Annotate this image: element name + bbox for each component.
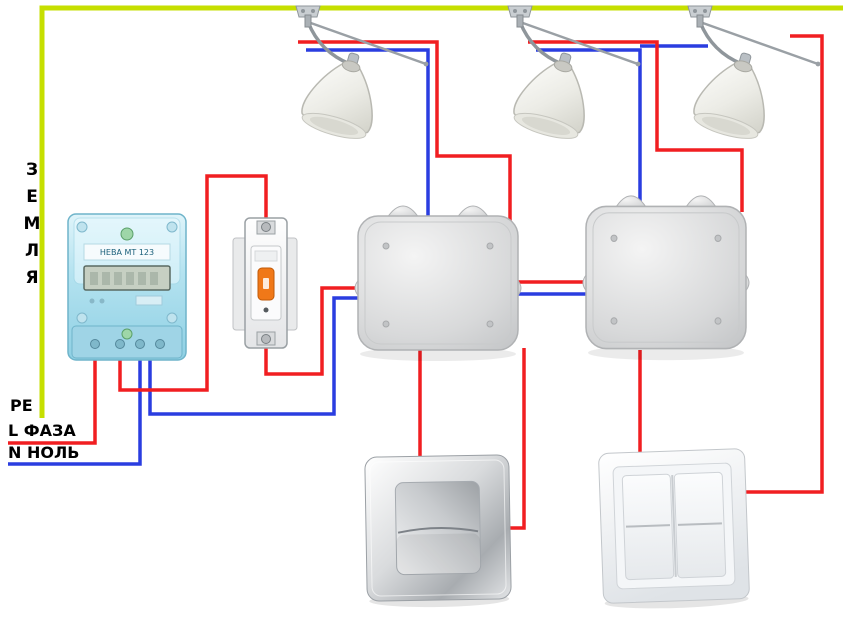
meter-terminal-screw bbox=[90, 339, 100, 349]
switch-single bbox=[364, 454, 512, 608]
pe-label: PE bbox=[10, 396, 33, 415]
phase-wire-switch2-to-lamp3 bbox=[742, 34, 824, 494]
neutral-wire-meter-to-box1 bbox=[148, 296, 366, 416]
meter-screw bbox=[76, 312, 88, 324]
meter-lcd-digit bbox=[150, 272, 158, 285]
switch-rocker-seam bbox=[677, 522, 722, 526]
meter-indicator bbox=[99, 298, 105, 304]
spotlight-2 bbox=[506, 4, 643, 147]
meter-screw bbox=[166, 312, 178, 324]
neutral-wire-lamp1 bbox=[306, 48, 430, 222]
phase-label: L ФАЗА bbox=[8, 421, 76, 440]
phase-wire-lamp1 bbox=[298, 40, 512, 222]
meter-lcd-digit bbox=[114, 272, 122, 285]
switch-rocker-gap bbox=[671, 474, 677, 578]
meter-seal bbox=[120, 227, 134, 241]
phase-wire-breaker-to-box1 bbox=[264, 286, 366, 376]
neutral-wire-lamp2 bbox=[536, 48, 642, 212]
breaker-bottom-screw bbox=[261, 334, 271, 344]
meter-screw bbox=[76, 221, 88, 233]
phase-wire-meter-to-label bbox=[8, 354, 97, 445]
meter-label: НЕВА МТ 123 bbox=[100, 248, 154, 257]
meter-lcd-digit bbox=[138, 272, 146, 285]
pe-earth-wire bbox=[39, 5, 843, 418]
breaker-top-screw bbox=[261, 222, 271, 232]
junction-box-2 bbox=[582, 195, 750, 361]
meter-screw bbox=[166, 221, 178, 233]
switch-rocker-left bbox=[621, 473, 675, 581]
meter-lcd bbox=[83, 265, 171, 291]
meter-lcd-digit bbox=[90, 272, 98, 285]
switch-rocker-lower bbox=[396, 533, 481, 575]
breaker-lever-stripe bbox=[263, 278, 269, 289]
switch-double bbox=[598, 448, 750, 609]
breaker-marking bbox=[254, 250, 278, 262]
wires bbox=[8, 5, 843, 530]
junction-box-1 bbox=[354, 205, 522, 362]
breaker-indicator bbox=[263, 307, 269, 313]
phase-wire-meter-to-breaker bbox=[118, 174, 268, 392]
phase-wire-lamp2 bbox=[528, 40, 744, 212]
spotlight-1 bbox=[294, 4, 431, 147]
meter-terminal-screw bbox=[155, 339, 165, 349]
meter-lcd-digit bbox=[102, 272, 110, 285]
electric-meter: НЕВА МТ 123 bbox=[67, 213, 187, 361]
switch-rocker-seam bbox=[625, 524, 671, 528]
meter-terminal-screw bbox=[135, 339, 145, 349]
meter-terminal-screw bbox=[115, 339, 125, 349]
meter-terminal-cover bbox=[71, 325, 183, 359]
switch-rocker-seam bbox=[397, 527, 479, 534]
meter-seal bbox=[121, 328, 133, 340]
phase-wire-switch1-to-box1 bbox=[504, 348, 526, 530]
switch-plate-edge bbox=[369, 459, 507, 597]
circuit-breaker bbox=[232, 217, 298, 349]
meter-label-plate bbox=[83, 243, 171, 261]
spotlight-3 bbox=[686, 4, 823, 147]
ground-label: ЗЕМЛЯ bbox=[22, 160, 42, 295]
meter-indicator bbox=[89, 298, 95, 304]
meter-lcd-digit bbox=[126, 272, 134, 285]
neutral-label: N НОЛЬ bbox=[8, 443, 80, 462]
meter-marking bbox=[135, 295, 163, 306]
